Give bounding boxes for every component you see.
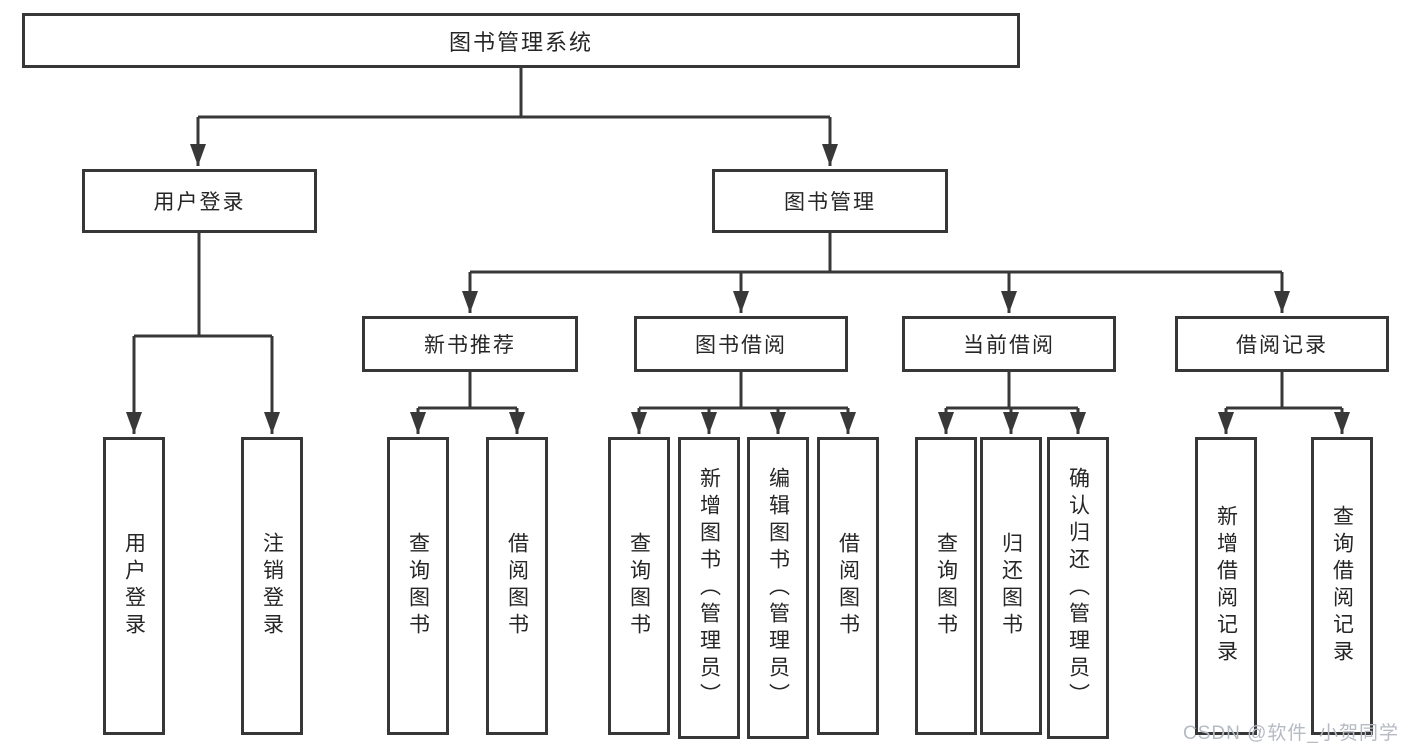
leaf-add-borrow-record: 新增借阅记录 (1195, 437, 1257, 735)
leaf-query-book-current: 查询图书 (915, 437, 977, 735)
node-book-borrowing: 图书借阅 (634, 316, 848, 372)
node-borrowing-records: 借阅记录 (1175, 316, 1389, 372)
leaf-user-login: 用户登录 (103, 437, 165, 735)
leaf-return-book: 归还图书 (980, 437, 1042, 735)
leaf-query-borrow-record: 查询借阅记录 (1311, 437, 1373, 735)
leaf-borrow-book: 借阅图书 (817, 437, 879, 735)
leaf-query-book-borrowing: 查询图书 (608, 437, 670, 735)
leaf-confirm-return-admin: 确认归还（管理员） (1047, 437, 1109, 739)
node-new-book-recommend: 新书推荐 (362, 316, 578, 372)
node-book-management: 图书管理 (712, 169, 948, 233)
node-user-login: 用户登录 (82, 169, 317, 233)
leaf-borrow-book-recommend: 借阅图书 (486, 437, 548, 735)
leaf-logout: 注销登录 (241, 437, 303, 735)
leaf-add-book-admin: 新增图书（管理员） (678, 437, 740, 739)
leaf-query-book-recommend: 查询图书 (387, 437, 449, 735)
node-root-library-system: 图书管理系统 (22, 13, 1020, 68)
node-current-borrowing: 当前借阅 (902, 316, 1116, 372)
leaf-edit-book-admin: 编辑图书（管理员） (747, 437, 809, 739)
csdn-watermark: CSDN @软件_小贺同学 (1183, 723, 1399, 744)
